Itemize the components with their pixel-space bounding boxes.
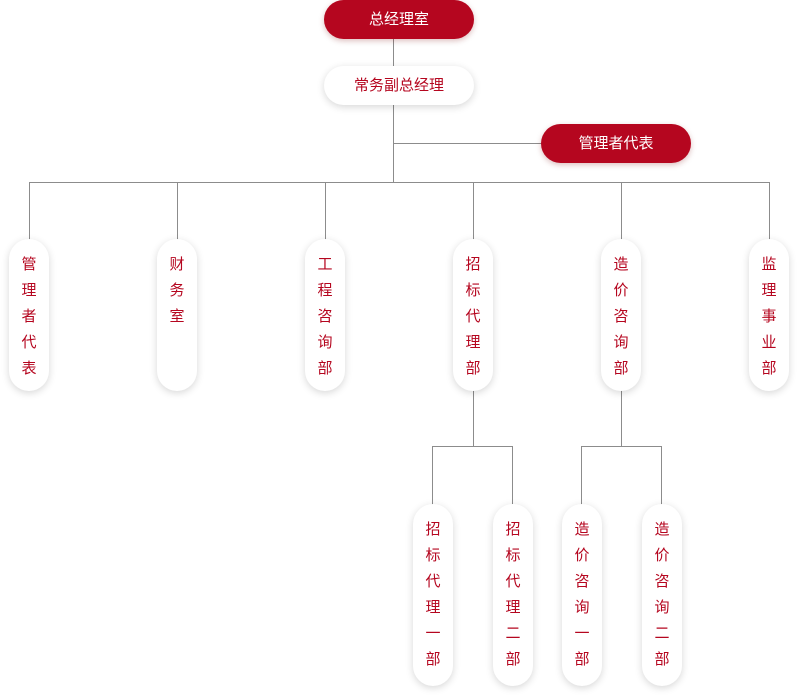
connector-representative-branch — [393, 143, 543, 144]
department-node: 造价咨询部 — [601, 239, 641, 391]
department-label: 工程咨询部 — [317, 256, 333, 377]
connector-dept-3 — [325, 182, 326, 240]
representative-node: 管理者代表 — [541, 124, 691, 163]
connector-cost-bus — [581, 446, 662, 447]
connector-bidding-sub-1 — [432, 446, 433, 505]
sub-department-node: 造价咨询一部 — [562, 504, 602, 686]
sub-department-node: 造价咨询二部 — [642, 504, 682, 686]
connector-dept-2 — [177, 182, 178, 240]
department-node: 财务室 — [157, 239, 197, 391]
department-node: 监理事业部 — [749, 239, 789, 391]
sub-department-label: 造价咨询二部 — [654, 521, 670, 668]
department-label: 招标代理部 — [465, 256, 481, 377]
connector-dept-4 — [473, 182, 474, 240]
department-node: 招标代理部 — [453, 239, 493, 391]
connector-bidding-down — [473, 390, 474, 447]
top-node: 总经理室 — [324, 0, 474, 39]
department-label: 财务室 — [169, 256, 185, 325]
connector-dept-5 — [621, 182, 622, 240]
connector-cost-down — [621, 390, 622, 447]
sub-department-label: 造价咨询一部 — [574, 521, 590, 668]
connector-dept-6 — [769, 182, 770, 240]
sub-department-label: 招标代理二部 — [505, 521, 521, 668]
connector-cost-sub-2 — [661, 446, 662, 505]
department-node: 管理者代表 — [9, 239, 49, 391]
sub-department-label: 招标代理一部 — [425, 521, 441, 668]
connector-dept-1 — [29, 182, 30, 240]
department-node: 工程咨询部 — [305, 239, 345, 391]
connector-bidding-sub-2 — [512, 446, 513, 505]
deputy-node-label: 常务副总经理 — [353, 77, 444, 94]
department-label: 管理者代表 — [21, 256, 37, 377]
top-node-label: 总经理室 — [368, 11, 429, 28]
connector-top-to-deputy — [393, 38, 394, 67]
deputy-node: 常务副总经理 — [324, 66, 474, 105]
sub-department-node: 招标代理二部 — [493, 504, 533, 686]
connector-departments-bus — [29, 182, 770, 183]
representative-node-label: 管理者代表 — [578, 135, 654, 152]
connector-cost-sub-1 — [581, 446, 582, 505]
department-label: 监理事业部 — [761, 256, 777, 377]
connector-bidding-bus — [432, 446, 513, 447]
department-label: 造价咨询部 — [613, 256, 629, 377]
sub-department-node: 招标代理一部 — [413, 504, 453, 686]
